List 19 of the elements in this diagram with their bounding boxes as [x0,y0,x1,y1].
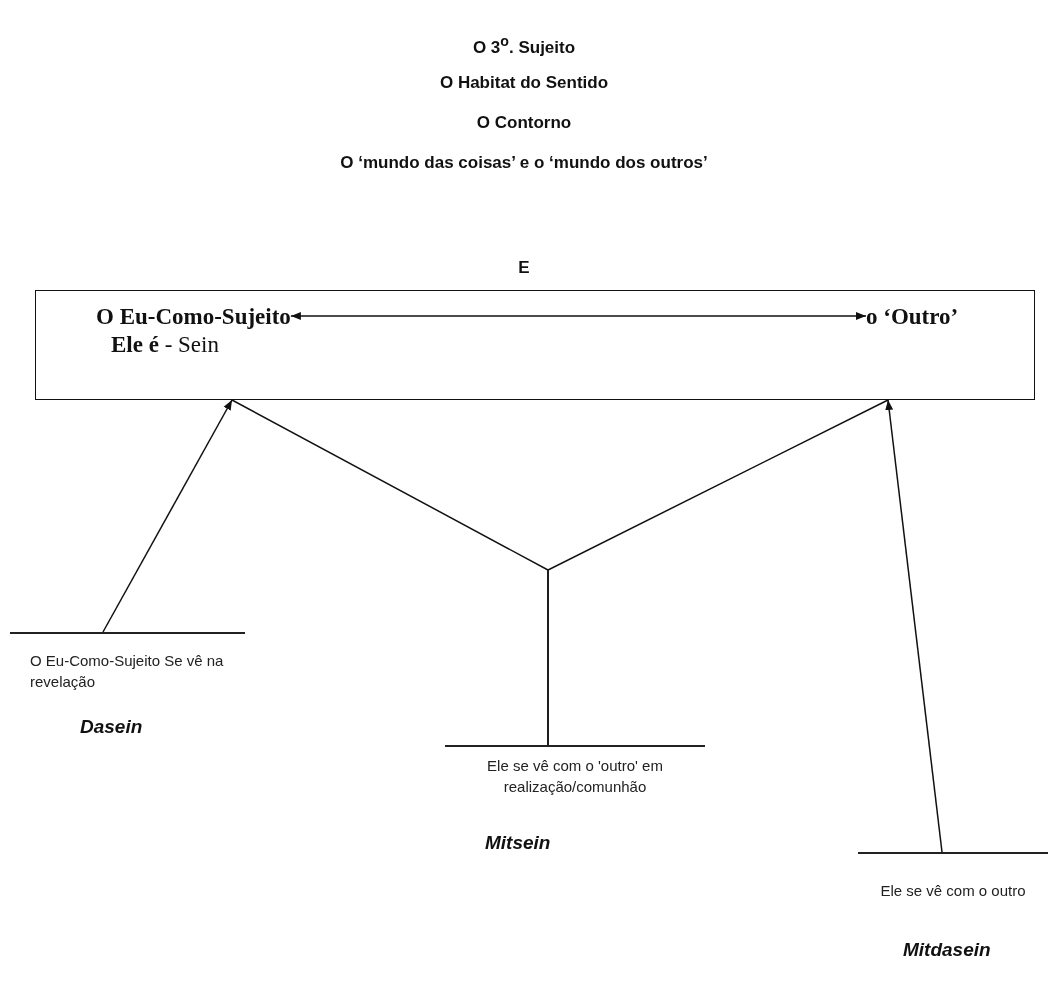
concept-text: O Eu-Como-Sujeito [96,303,291,331]
caption-text: Ele se vê com o outro [879,881,1027,901]
arrow [102,399,233,633]
heading-text: O Habitat do Sentido [439,73,609,93]
frame-box [35,290,1035,400]
concept-text: o ‘Outro’ [866,303,959,331]
caption-text: Ele se vê com o 'outro' em realização/comunhão [486,756,664,797]
term-label: Mitdasein [903,939,991,961]
heading-text: O Contorno [476,113,572,133]
connector-line [547,399,889,746]
caption-text: O Eu-Como-Sujeito Se vê na revelação [30,651,225,692]
title: O 3$^{o}$. Sujeito [472,33,576,58]
heading-text: O ‘mundo das coisas’ e o ‘mundo dos outros’ [340,153,708,173]
term-label: Mitsein [485,832,551,854]
arrow [290,312,867,320]
concept-text: Ele é - Sein [110,331,219,359]
arrow [885,399,943,853]
term-label: Dasein [80,716,143,738]
heading-text: E [518,258,530,278]
